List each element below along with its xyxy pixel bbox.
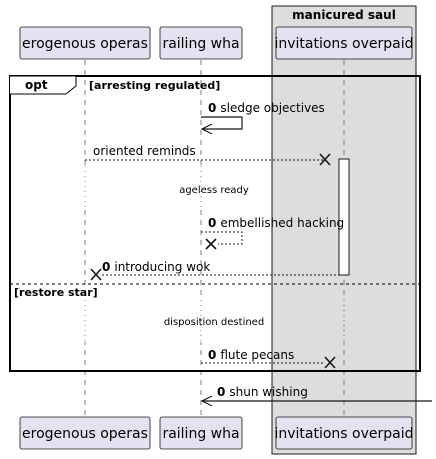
participant-label: erogenous operas: [22, 426, 148, 442]
participant-head-erogenous-operas[interactable]: erogenous operas: [19, 26, 151, 60]
participant-box-title: manicured saul: [292, 8, 396, 22]
opt-fragment-tab: [10, 75, 77, 95]
svg-text:oriented reminds: oriented reminds: [93, 144, 196, 158]
activation-bar: [338, 158, 350, 276]
fragment-guard-2: [restore star]: [14, 286, 98, 299]
message-oriented-reminds: oriented reminds: [85, 144, 331, 166]
destroy-x-icon: [205, 238, 217, 250]
opt-fragment-frame: [9, 75, 421, 372]
fragment-guard-1: [arresting regulated]: [89, 79, 220, 92]
delay-label-disposition-destined: disposition destined: [164, 317, 264, 328]
participant-label: railing wha: [162, 426, 239, 442]
destroy-x-icon: [90, 268, 102, 281]
participant-foot-railing-wha[interactable]: railing wha: [159, 416, 243, 450]
participant-label: invitations overpaid: [274, 426, 413, 442]
participant-head-railing-wha[interactable]: railing wha: [159, 26, 243, 60]
participant-label: railing wha: [162, 36, 239, 52]
destroy-x-icon: [319, 153, 331, 166]
delay-label-ageless-ready: ageless ready: [179, 185, 249, 196]
participant-label: erogenous operas: [22, 36, 148, 52]
participant-foot-invitations-overpaid[interactable]: invitations overpaid: [274, 416, 414, 450]
participant-label: invitations overpaid: [274, 36, 413, 52]
fragment-operator: opt: [25, 78, 48, 92]
participant-head-invitations-overpaid[interactable]: invitations overpaid: [274, 26, 414, 60]
participant-foot-erogenous-operas[interactable]: erogenous operas: [19, 416, 151, 450]
destroy-x-icon: [324, 356, 336, 369]
